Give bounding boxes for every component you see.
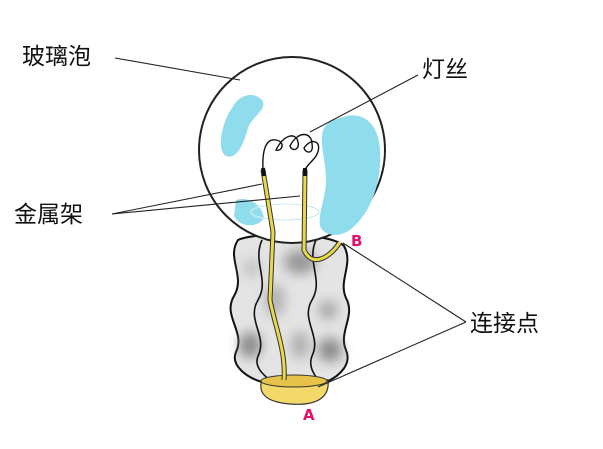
base-cap (260, 374, 329, 405)
label-glass-bulb: 玻璃泡 (22, 44, 91, 70)
screw-base (229, 233, 351, 383)
leader-connection-b (342, 242, 467, 323)
point-a-label: A (303, 406, 315, 424)
label-metal-frame: 金属架 (14, 202, 83, 228)
label-connection-points: 连接点 (470, 311, 539, 337)
point-b-label: B (351, 232, 362, 250)
filament-coil (262, 133, 320, 171)
glass-bulb (198, 56, 386, 244)
label-filament: 灯丝 (422, 57, 468, 83)
leader-glass-bulb (114, 57, 241, 81)
leader-filament (309, 74, 419, 133)
leader-connection-a (317, 321, 467, 388)
leader-lines (111, 57, 467, 388)
leader-metal-frame-left (111, 183, 263, 215)
leader-metal-frame-right (111, 195, 301, 215)
